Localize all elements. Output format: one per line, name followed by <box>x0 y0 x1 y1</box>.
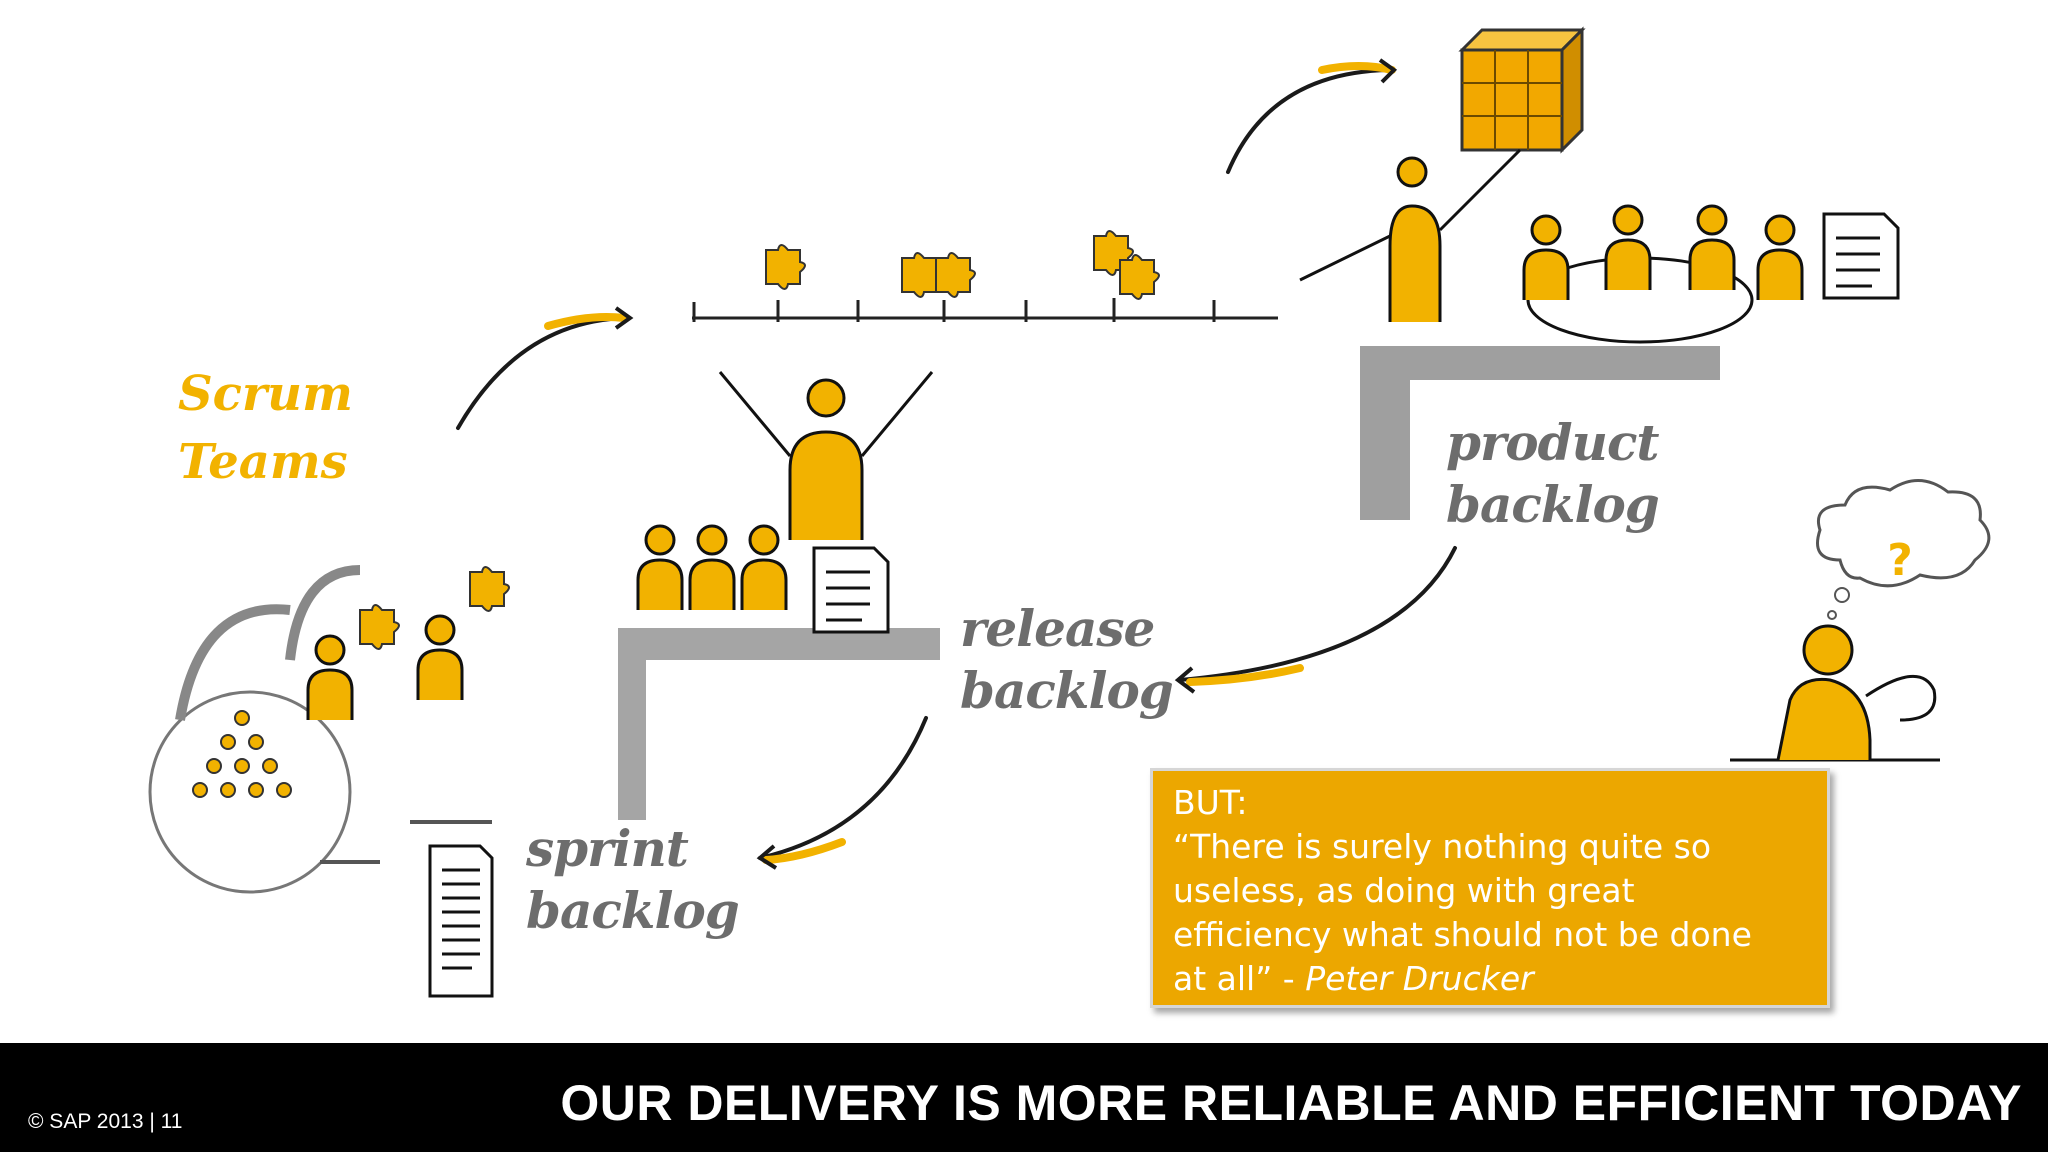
release-backlog-label: release backlog <box>960 599 1174 720</box>
release-platform <box>618 628 940 820</box>
thinking-person-figure <box>1730 624 1940 762</box>
arrow-to-sprint <box>758 716 928 860</box>
scrum-teams-label: Scrum Teams <box>178 366 353 490</box>
sprint-backlog-label: sprint backlog <box>526 819 740 940</box>
release-timeline <box>692 298 1278 322</box>
arrow-to-product <box>1226 68 1392 174</box>
arrow-to-release <box>1178 546 1457 682</box>
release-team <box>636 371 934 634</box>
copyright-page-number: © SAP 2013 | 11 <box>28 1110 183 1133</box>
arrow-to-timeline <box>456 316 630 430</box>
sprint-backlog-document-icon <box>428 844 494 998</box>
product-cube-icon <box>1458 26 1586 154</box>
footer-bar <box>0 1043 2048 1152</box>
drucker-quote-box: BUT: “There is surely nothing quite so u… <box>1150 768 1830 1008</box>
puzzle-piece-icon <box>1119 254 1160 300</box>
product-owner-figure <box>1299 148 1522 322</box>
slide-headline: OUR DELIVERY IS MORE RELIABLE AND EFFICI… <box>560 1075 2022 1131</box>
slide-canvas: ? Scrum Teams product backlog release ba… <box>148 26 1991 1008</box>
scrum-team-cycle <box>148 565 510 894</box>
puzzle-piece-icon <box>935 252 976 298</box>
product-platform <box>1360 346 1720 520</box>
puzzle-piece-icon <box>469 566 510 612</box>
stakeholder-meeting <box>1522 204 1900 344</box>
thought-bubble-icon: ? <box>1816 479 1991 620</box>
question-mark: ? <box>1887 535 1913 586</box>
quote-author: Peter Drucker <box>1305 959 1534 998</box>
puzzle-piece-icon <box>765 244 806 290</box>
product-backlog-label: product backlog <box>1446 413 1660 534</box>
scrum-process-illustration: ? <box>148 26 1991 998</box>
puzzle-piece-icon <box>359 604 400 650</box>
